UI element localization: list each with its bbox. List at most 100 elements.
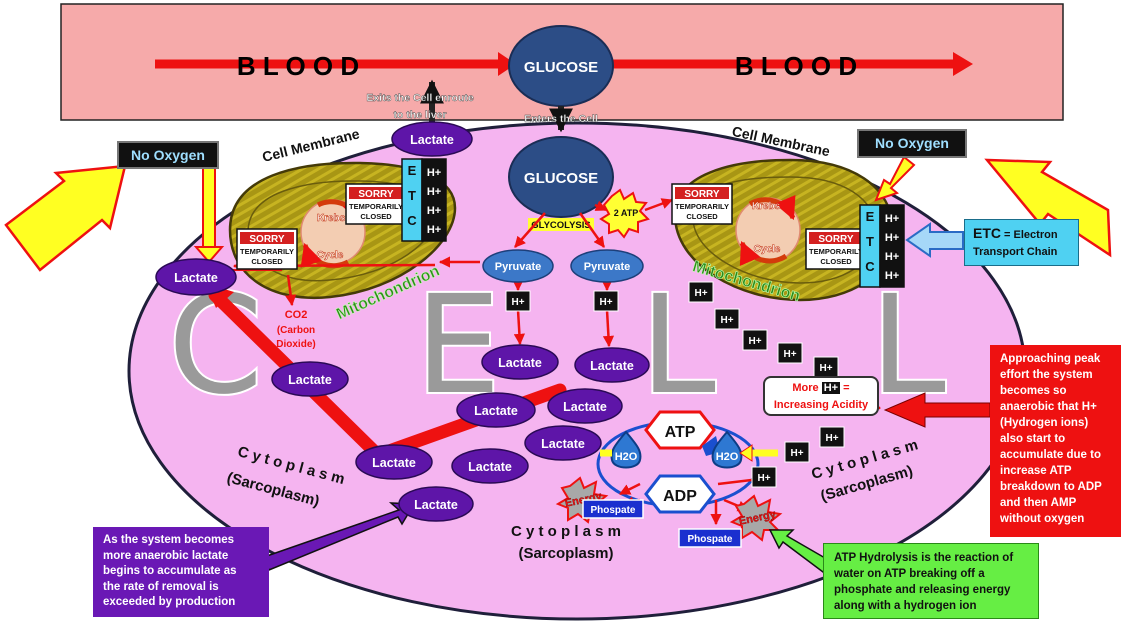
glucose-cell-label: GLUCOSE xyxy=(524,170,598,187)
etc-h-ion: H+ xyxy=(885,270,899,282)
note-line: increase ATP xyxy=(1000,465,1072,477)
etc-note-abbr: ETC xyxy=(973,225,1001,241)
lactate-molecule: Lactate xyxy=(451,448,529,484)
no-oxygen-label-left: No Oxygen xyxy=(117,141,219,169)
mito-right-cycle: Cycle xyxy=(754,244,781,255)
glucose-blood-label: GLUCOSE xyxy=(524,59,598,76)
no-oxygen-big-arrow-right xyxy=(984,158,1112,258)
water-label-left: H2O xyxy=(615,451,638,463)
lactate-molecule: Lactate xyxy=(155,258,237,296)
peak-pointer-arrow xyxy=(883,392,991,428)
water-drops: H2O H2O xyxy=(610,430,743,469)
etc-h-ion: H+ xyxy=(427,205,441,217)
acidity-more: More xyxy=(792,382,819,394)
hydrogen-ion: H+ xyxy=(593,290,619,312)
lactate-molecule: Lactate xyxy=(547,388,623,424)
hydrogen-ion: H+ xyxy=(813,356,839,378)
phosphate-label-left: Phospate xyxy=(590,505,635,516)
cell-letter-l2: L xyxy=(870,267,946,425)
co2-formula: CO2 xyxy=(285,309,308,321)
mito-left-cycle: Cycle xyxy=(317,250,344,261)
pyruvate-right-label: Pyruvate xyxy=(584,261,630,273)
note-line: As the system becomes xyxy=(103,534,235,546)
closed-label: CLOSED xyxy=(820,257,852,266)
lactate-label: Lactate xyxy=(590,359,634,373)
pyruvate-left-label: Pyruvate xyxy=(495,261,541,273)
blood-flow-arrowhead-right xyxy=(953,52,973,76)
hydrogen-ion-label: H+ xyxy=(694,288,707,299)
pyruvate-right xyxy=(570,249,644,283)
etc-letter: C xyxy=(865,259,875,274)
lactate-molecule: Lactate xyxy=(271,361,349,397)
hydrogen-ion: H+ xyxy=(819,426,845,448)
exits-cell-label-line2: to the liver xyxy=(393,109,446,121)
lactate-label: Lactate xyxy=(563,400,607,414)
water-label-right: H2O xyxy=(716,451,739,463)
etc-letter: T xyxy=(408,188,416,203)
lactate-label: Lactate xyxy=(410,133,454,147)
hydrogen-ion-label: H+ xyxy=(825,433,838,444)
etc-h-ion: H+ xyxy=(885,251,899,263)
hydrogen-ion: H+ xyxy=(688,281,714,303)
etc-h-ion: H+ xyxy=(427,186,441,198)
etc-h-ion: H+ xyxy=(427,224,441,236)
note-line: begins to accumulate as xyxy=(103,565,237,577)
mito-right-krebs: Krebs xyxy=(752,201,781,212)
lactate-molecule: Lactate xyxy=(524,425,602,461)
water-yellow-arrowhead xyxy=(739,444,753,462)
sarcoplasm-bottom: (Sarcoplasm) xyxy=(518,545,613,562)
no-oxygen-drop-left-head xyxy=(193,246,225,264)
lactate-molecule: Lactate xyxy=(391,121,473,157)
etc-note-text-2: Transport Chain xyxy=(973,246,1058,258)
adp-label: ADP xyxy=(663,488,697,505)
note-line: also start to xyxy=(1000,433,1066,445)
etc-letter: E xyxy=(866,209,875,224)
lactate-label: Lactate xyxy=(474,404,518,418)
note-line: phosphate and releasing energy xyxy=(834,584,1011,596)
hydrogen-ion-label: H+ xyxy=(783,349,796,360)
note-line: along with a hydrogen ion xyxy=(834,600,977,612)
glycolysis-tag xyxy=(528,218,594,231)
blood-label-left: B L O O D xyxy=(237,51,359,81)
etc-note-text-1: = Electron xyxy=(1001,229,1058,241)
etc-pointer-arrow xyxy=(905,222,964,258)
blood-flow-arrowhead-left xyxy=(498,52,516,76)
hydrogen-ion: H+ xyxy=(742,329,768,351)
lactate-label: Lactate xyxy=(414,498,458,512)
co2-name-line1: (Carbon xyxy=(277,325,315,336)
etc-note: ETC = Electron Transport Chain xyxy=(964,219,1079,266)
note-line: without oxygen xyxy=(1000,513,1085,525)
co2-name-line2: Dioxide) xyxy=(276,339,315,350)
closed-label: CLOSED xyxy=(686,212,718,221)
note-line: exceeded by production xyxy=(103,596,236,608)
temporarily-label: TEMPORARILY xyxy=(675,202,729,211)
etc-h-ion: H+ xyxy=(885,213,899,225)
acidity-increasing: Increasing Acidity xyxy=(773,399,869,411)
energy-burst-right xyxy=(729,494,783,542)
hydrogen-ion-label: H+ xyxy=(599,297,612,308)
note-line: and then AMP xyxy=(1000,497,1077,509)
lactate-molecule: Lactate xyxy=(355,444,433,480)
glycolysis-arrows xyxy=(514,198,674,248)
note-line: effort the system xyxy=(1000,369,1093,381)
acidity-equals: = xyxy=(843,382,850,394)
hydrogen-ion: H+ xyxy=(505,290,531,312)
note-line: Approaching peak xyxy=(1000,353,1101,365)
closed-label: CLOSED xyxy=(251,257,283,266)
note-line: breakdown to ADP xyxy=(1000,481,1102,493)
glucose-cell xyxy=(508,136,614,218)
temporarily-label: TEMPORARILY xyxy=(809,247,863,256)
hydrogen-ion-label: H+ xyxy=(790,448,803,459)
lactate-label: Lactate xyxy=(174,271,218,285)
note-line: the rate of removal is xyxy=(103,580,219,593)
